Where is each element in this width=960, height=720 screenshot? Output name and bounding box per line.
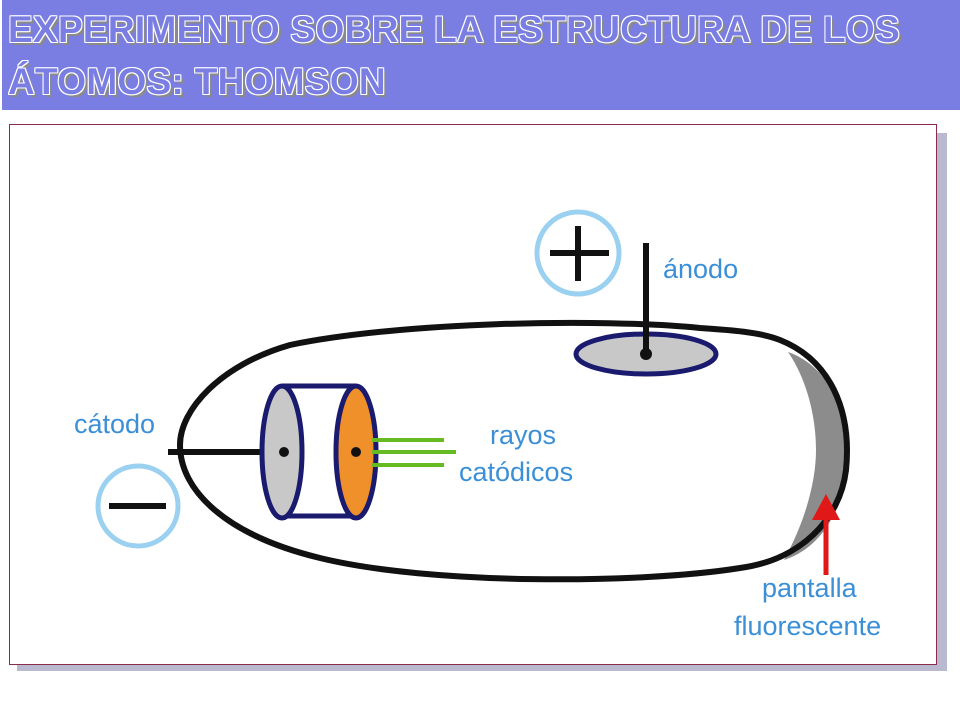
cathode-rays-label-line2: catódicos — [459, 457, 573, 487]
screen-label-line1: pantalla — [762, 573, 858, 603]
anode-plate-dot — [351, 447, 361, 457]
cathode-plate-dot — [279, 447, 289, 457]
anode-electrode-dot — [640, 348, 652, 360]
cathode-label: cátodo — [74, 409, 155, 439]
negative-charge-circle — [95, 463, 181, 549]
positive-charge-circle — [534, 209, 622, 297]
cathode-rays-label-line1: rayos — [490, 420, 556, 450]
screen-arrow-head — [812, 494, 840, 520]
glass-tube-outline — [176, 319, 850, 583]
fluorescent-screen — [784, 352, 846, 560]
title-bar: EXPERIMENTO SOBRE LA ESTRUCTURA DE LOS Á… — [2, 0, 960, 110]
anode-label: ánodo — [663, 254, 738, 284]
slide-title: EXPERIMENTO SOBRE LA ESTRUCTURA DE LOS Á… — [8, 9, 900, 102]
screen-label-line2: fluorescente — [734, 611, 881, 641]
